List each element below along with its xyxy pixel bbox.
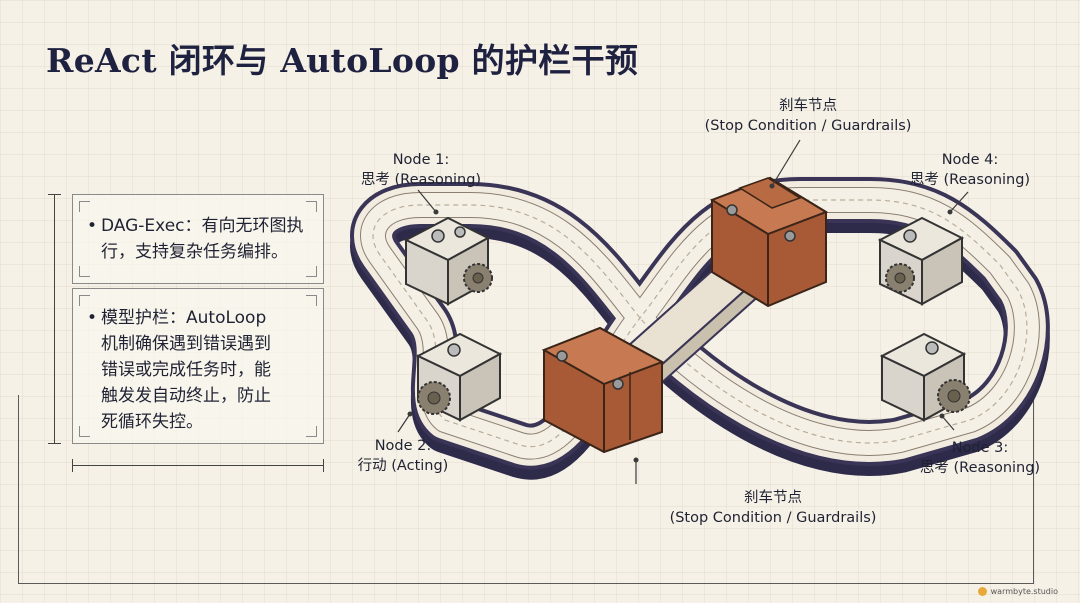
card-text: 模型护栏：AutoLoop 机制确保遇到错误遇到 错误或完成任务时，能 触发发自… [101,305,305,435]
brake-bottom-desc: (Stop Condition / Guardrails) [669,510,877,526]
watermark-text: warmbyte.studio [990,587,1058,596]
bullet-icon: • [87,308,98,328]
node-1-label: Node 1: 思考 (Reasoning) [361,150,481,190]
card-corner-mark [306,201,317,212]
bullet-icon: • [87,216,98,236]
leader-lines [397,139,969,484]
node-2-name: Node 2: [374,438,432,454]
card-corner-mark [79,426,90,437]
vertical-dimension-cap-top [48,194,61,195]
card-text: DAG-Exec：有向无环图执 行，支持复杂任务编排。 [101,213,305,265]
info-card-guardrails: • 模型护栏：AutoLoop 机制确保遇到错误遇到 错误或完成任务时，能 触发… [72,288,324,444]
brake-top-label: 刹车节点 (Stop Condition / Guardrails) [705,96,912,136]
card-line: DAG-Exec：有向无环图执 [101,216,304,236]
node-3-module [879,332,971,422]
card-line: 触发发自动终止，防止 [101,386,271,406]
brake-bottom-name: 刹车节点 [744,490,802,506]
brake-bottom-label: 刹车节点 (Stop Condition / Guardrails) [670,488,877,528]
node-2-module [415,332,503,422]
brake-block-bottom [541,326,665,454]
node-3-desc: 思考 (Reasoning) [919,460,1041,476]
node-2-desc: 行动 (Acting) [357,458,449,474]
card-line: 行，支持复杂任务编排。 [101,242,288,262]
node-3-name: Node 3: [951,440,1009,456]
brake-block-top [709,176,829,308]
leader-dots [407,183,953,463]
card-corner-mark [306,426,317,437]
node-1-name: Node 1: [392,152,450,168]
node-3-label: Node 3: 思考 (Reasoning) [920,438,1040,478]
horizontal-dimension-cap-left [72,459,73,472]
brake-top-name: 刹车节点 [779,98,837,114]
frame-left-line [18,395,19,583]
node-2-label: Node 2: 行动 (Acting) [358,436,449,476]
card-line: 错误或完成任务时，能 [101,360,271,380]
watermark: warmbyte.studio [977,587,1058,596]
frame-bottom-line [18,583,1034,584]
card-line: 模型护栏：AutoLoop [101,308,267,328]
card-corner-mark [306,266,317,277]
node-4-label: Node 4: 思考 (Reasoning) [910,150,1030,190]
card-corner-mark [79,266,90,277]
node-4-name: Node 4: [941,152,999,168]
info-card-dag-exec: • DAG-Exec：有向无环图执 行，支持复杂任务编排。 [72,194,324,284]
card-line: 机制确保遇到错误遇到 [101,334,271,354]
node-1-desc: 思考 (Reasoning) [360,172,482,188]
node-1-module [403,216,493,306]
horizontal-dimension-line [72,465,324,466]
card-corner-mark [79,201,90,212]
node-4-module [877,216,965,306]
vertical-dimension-line [54,194,55,444]
brake-top-desc: (Stop Condition / Guardrails) [704,118,912,134]
studio-logo-icon [977,587,987,596]
vertical-dimension-cap-bottom [48,443,61,444]
frame-right-line [1033,395,1034,584]
node-4-desc: 思考 (Reasoning) [909,172,1031,188]
card-corner-mark [306,295,317,306]
page-title: ReAct 闭环与 AutoLoop 的护栏干预 [46,41,639,80]
card-line: 死循环失控。 [101,412,203,432]
horizontal-dimension-cap-right [323,459,324,472]
card-corner-mark [79,295,90,306]
